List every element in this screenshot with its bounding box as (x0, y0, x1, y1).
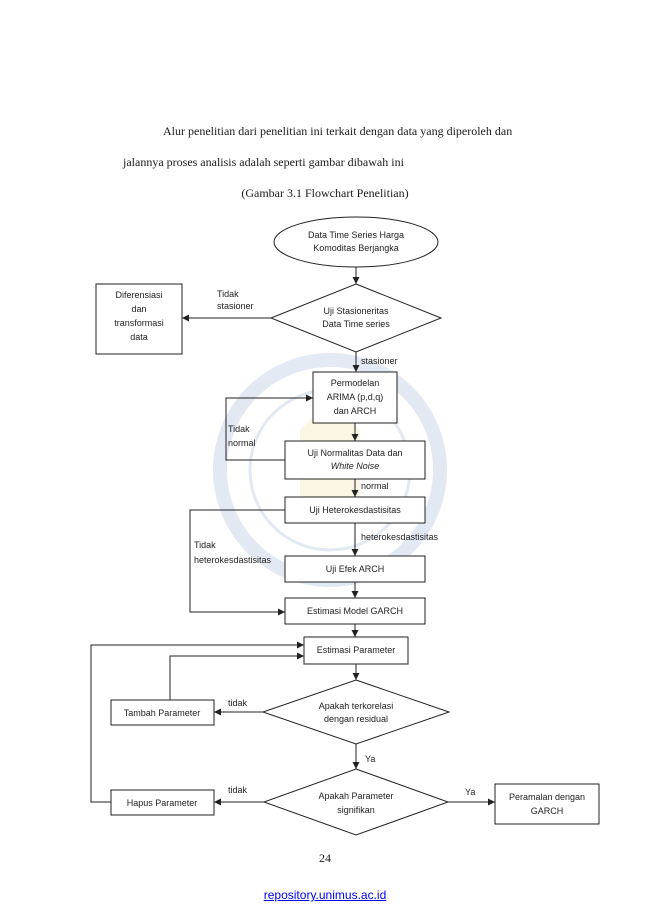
uji-normalitas-line-1: Uji Normalitas Data dan (307, 448, 402, 458)
pemodelan-line-2: ARIMA (p,d,q) (327, 392, 384, 402)
terkorelasi-line-2: dengan residual (324, 714, 388, 724)
node-peramalan: Peramalan dengan GARCH (494, 783, 600, 825)
diferensiasi-line-4: data (130, 332, 148, 342)
label-tidak-2: tidak (228, 785, 248, 795)
label-tidak-hetero-2: heterokesdastisitas (194, 555, 272, 565)
peramalan-line-1: Peramalan dengan (509, 792, 585, 802)
node-estimasi-model: Estimasi Model GARCH (284, 597, 426, 625)
node-pemodelan: Permodelan ARIMA (p,d,q) dan ARCH (312, 371, 398, 424)
node-estimasi-parameter: Estimasi Parameter (303, 636, 409, 665)
diferensiasi-line-2: dan (131, 304, 146, 314)
signifikan-line-1: Apakah Parameter (318, 791, 393, 801)
label-tidak-stasioner-1: Tidak (217, 289, 239, 299)
footer: repository.unimus.ac.id (0, 888, 650, 902)
uji-efek-label: Uji Efek ARCH (326, 564, 385, 574)
node-start: Data Time Series Harga Komoditas Berjang… (273, 216, 439, 268)
estimasi-parameter-label: Estimasi Parameter (317, 645, 396, 655)
uji-stasioneritas-line-2: Data Time series (322, 319, 390, 329)
repository-link[interactable]: repository.unimus.ac.id (263, 888, 387, 902)
uji-stasioneritas-line-1: Uji Stasioneritas (323, 306, 389, 316)
intro-line-1: Alur penelitian dari penelitian ini terk… (163, 124, 513, 138)
node-apakah-terkorelasi: Apakah terkorelasi dengan residual (261, 679, 451, 745)
intro-line-2: jalannya proses analisis adalah seperti … (123, 155, 404, 169)
terkorelasi-line-1: Apakah terkorelasi (319, 701, 394, 711)
diferensiasi-line-3: transformasi (114, 318, 164, 328)
node-uji-normalitas: Uji Normalitas Data dan White Noise (284, 440, 426, 480)
start-line-1: Data Time Series Harga (308, 230, 404, 240)
label-normal: normal (361, 481, 389, 491)
label-ya-2: Ya (465, 787, 475, 797)
figure-caption: (Gambar 3.1 Flowchart Penelitian) (241, 186, 409, 200)
hapus-parameter-label: Hapus Parameter (127, 798, 198, 808)
label-tidak-normal-2: normal (228, 438, 256, 448)
label-hetero: heterokesdastisitas (361, 532, 439, 542)
label-tidak-hetero-1: Tidak (194, 540, 216, 550)
node-tambah-parameter: Tambah Parameter (110, 699, 215, 726)
start-line-2: Komoditas Berjangka (313, 243, 399, 253)
pemodelan-line-1: Permodelan (331, 378, 380, 388)
node-hapus-parameter: Hapus Parameter (110, 789, 215, 816)
label-tidak-1: tidak (228, 698, 248, 708)
uji-hetero-label: Uji Heterokesdastisitas (309, 505, 401, 515)
label-stasioner: stasioner (361, 356, 398, 366)
label-tidak-stasioner-2: stasioner (217, 301, 254, 311)
node-diferensiasi: Diferensiasi dan transformasi data (95, 283, 183, 355)
node-apakah-signifikan: Apakah Parameter signifikan (262, 768, 450, 836)
peramalan-line-2: GARCH (531, 806, 564, 816)
pemodelan-line-3: dan ARCH (334, 406, 377, 416)
page-number: 24 (319, 851, 331, 865)
node-uji-stasioneritas: Uji Stasioneritas Data Time series (269, 283, 443, 353)
uji-normalitas-line-2: White Noise (331, 461, 380, 471)
node-uji-hetero: Uji Heterokesdastisitas (284, 496, 426, 524)
estimasi-model-label: Estimasi Model GARCH (307, 606, 403, 616)
node-uji-efek: Uji Efek ARCH (284, 555, 426, 583)
diferensiasi-line-1: Diferensiasi (115, 290, 162, 300)
tambah-parameter-label: Tambah Parameter (124, 708, 201, 718)
label-tidak-normal-1: Tidak (228, 424, 250, 434)
label-ya-1: Ya (365, 754, 375, 764)
signifikan-line-2: signifikan (337, 805, 375, 815)
